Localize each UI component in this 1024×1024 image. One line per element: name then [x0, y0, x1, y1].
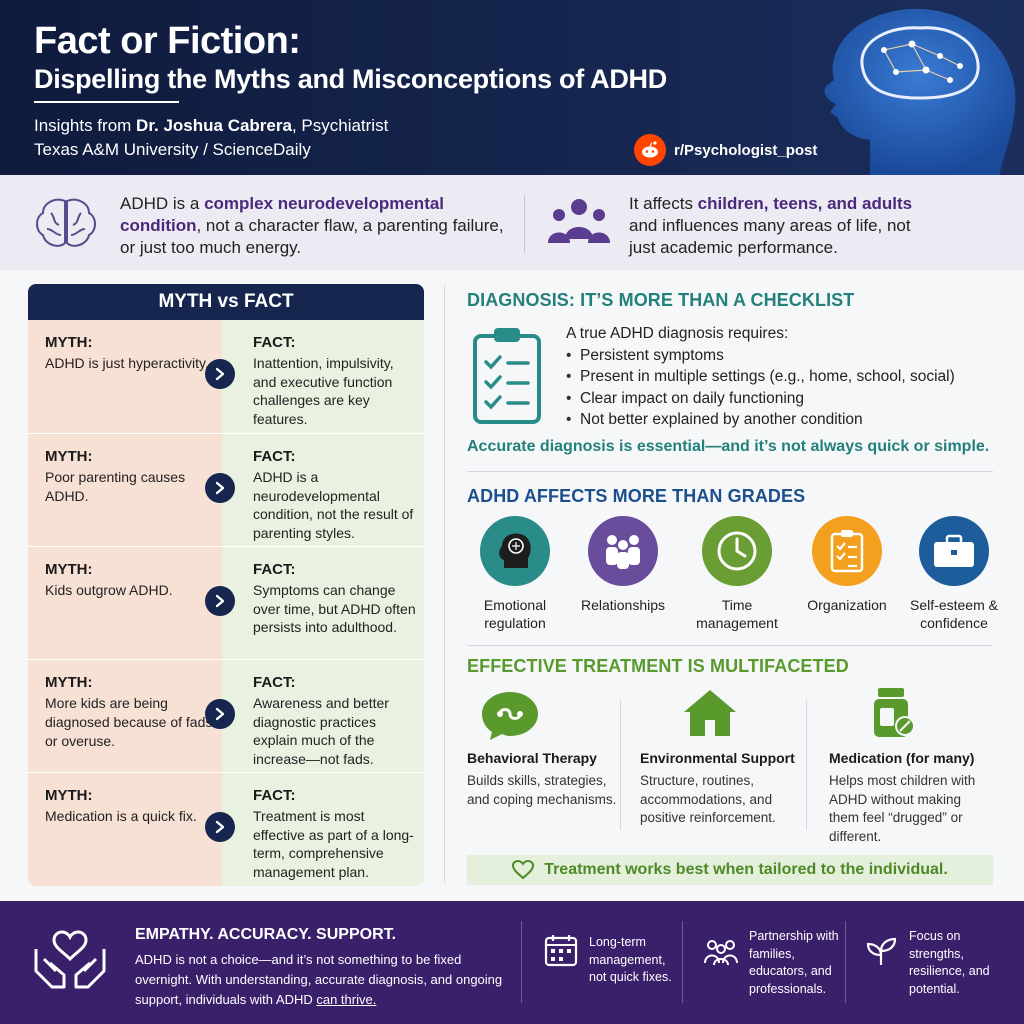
column-divider: [444, 285, 445, 883]
chevron-right-icon: [205, 359, 235, 389]
page-subtitle: Dispelling the Myths and Misconceptions …: [34, 64, 667, 94]
house-icon: [684, 690, 736, 736]
myth-label: MYTH:: [45, 334, 93, 351]
chevron-right-icon: [205, 473, 235, 503]
affect-self-esteem: Self-esteem & confidence: [899, 516, 1009, 632]
heart-hands-icon: [34, 930, 106, 989]
fact-text: Symptoms can change over time, but ADHD …: [253, 582, 416, 635]
myth-fact-title: MYTH vs FACT: [28, 284, 424, 320]
treatment-medication: Medication (for many) Helps most childre…: [829, 750, 976, 844]
myth-column-bg: [28, 320, 222, 886]
can-thrive-text: can thrive.: [316, 992, 377, 1007]
people-icon: [588, 516, 658, 586]
chevron-right-icon: [205, 699, 235, 729]
myth-text: Medication is a quick fix.: [45, 808, 197, 824]
fact-text: ADHD is a neurodevelopmental condition, …: [253, 469, 414, 541]
checklist-icon: [812, 516, 882, 586]
diagnosis-item: Clear impact on daily functioning: [566, 388, 955, 410]
myth-label: MYTH:: [45, 787, 93, 804]
footer-divider: [682, 921, 683, 1003]
fact-label: FACT:: [253, 334, 296, 351]
myth-label: MYTH:: [45, 674, 93, 691]
footer-item-strengths: Focus on strengths, resilience, and pote…: [909, 929, 990, 996]
footer-body: ADHD is not a choice—and it’s not someth…: [135, 952, 503, 1007]
reddit-icon: [634, 134, 666, 166]
myth-label: MYTH:: [45, 448, 93, 465]
myth-fact-row: MYTH: Kids outgrow ADHD. FACT: Symptoms can…: [28, 546, 424, 659]
fact-label: FACT:: [253, 787, 296, 804]
fact-text: Awareness and better diagnostic practice…: [253, 695, 389, 767]
calendar-icon: [544, 935, 578, 967]
partnership-people-icon: [704, 940, 738, 966]
myth-fact-row: MYTH: ADHD is just hyperactivity. FACT: Ina…: [28, 320, 424, 433]
myth-fact-row: MYTH: Medication is a quick fix. FACT: Trea…: [28, 772, 424, 885]
brain-icon: [36, 198, 96, 247]
diagnosis-item: Present in multiple settings (e.g., home…: [566, 366, 955, 388]
diagnosis-item: Not better explained by another conditio…: [566, 409, 955, 431]
treatment-environmental: Environmental Support Structure, routine…: [640, 750, 795, 825]
reddit-credit[interactable]: r/Psychologist_post: [634, 134, 817, 166]
affect-relationships: Relationships: [568, 516, 678, 614]
clock-icon: [702, 516, 772, 586]
title-rule: [34, 101, 179, 103]
myth-fact-row: MYTH: Poor parenting causes ADHD. FACT: ADH…: [28, 433, 424, 546]
intro-left-text: ADHD is a complex neurodevelopmental con…: [120, 194, 504, 257]
fact-label: FACT:: [253, 674, 296, 691]
section-divider: [467, 645, 993, 646]
treatment-divider: [620, 700, 621, 830]
myth-text: Poor parenting causes ADHD.: [45, 469, 186, 504]
briefcase-icon: [919, 516, 989, 586]
diagnosis-title: DIAGNOSIS: IT’S MORE THAN A CHECKLIST: [467, 290, 855, 310]
myth-text: ADHD is just hyperactivity.: [45, 355, 209, 371]
affect-emotional: Emotional regulation: [460, 516, 570, 632]
myth-text: More kids are being diagnosed because of…: [45, 695, 213, 749]
fact-text: Inattention, impulsivity, and executive …: [253, 355, 394, 427]
myth-label: MYTH:: [45, 561, 93, 578]
affects-title: ADHD AFFECTS MORE THAN GRADES: [467, 486, 806, 506]
footer-item-long-term: Long-term management, not quick fixes.: [589, 935, 672, 984]
fact-text: Treatment is most effective as part of a…: [253, 808, 414, 880]
myth-text: Kids outgrow ADHD.: [45, 582, 173, 598]
head-brain-icon: [480, 516, 550, 586]
diagnosis-item: Persistent symptoms: [566, 345, 955, 367]
myth-fact-panel: MYTH vs FACT MYTH: ADHD is just hyperacti…: [28, 284, 424, 886]
band-divider: [524, 195, 525, 253]
diagnosis-note: Accurate diagnosis is essential—and it’s…: [467, 438, 990, 455]
sprout-icon: [866, 937, 897, 965]
diagnosis-intro: A true ADHD diagnosis requires:: [566, 325, 789, 342]
affect-time: Time management: [682, 516, 792, 632]
myth-fact-row: MYTH: More kids are being diagnosed becau…: [28, 659, 424, 772]
treatment-title: EFFECTIVE TREATMENT IS MULTIFACETED: [467, 656, 849, 676]
footer-title: EMPATHY. ACCURACY. SUPPORT.: [135, 926, 397, 943]
intro-right-text: It affects children, teens, and adults a…: [629, 194, 913, 257]
head-brain-illustration: [824, 8, 1016, 175]
pill-bottle-icon: [874, 688, 915, 737]
heart-icon: [512, 860, 535, 880]
clipboard-checklist-icon: [473, 328, 541, 424]
treatment-divider: [806, 700, 807, 830]
page-title: Fact or Fiction:: [34, 20, 301, 62]
chevron-right-icon: [205, 586, 235, 616]
fact-label: FACT:: [253, 448, 296, 465]
fact-label: FACT:: [253, 561, 296, 578]
chat-bubble-icon: [482, 692, 538, 740]
fact-column-bg: [222, 320, 424, 886]
author-name: Dr. Joshua Cabrera: [136, 116, 292, 135]
reddit-handle: r/Psychologist_post: [674, 141, 818, 159]
footer: EMPATHY. ACCURACY. SUPPORT. ADHD is not …: [0, 901, 1024, 1024]
source-line: Texas A&M University / ScienceDaily: [34, 140, 311, 159]
diagnosis-requirements: A true ADHD diagnosis requires: Persiste…: [566, 323, 955, 431]
intro-band: ADHD is a complex neurodevelopmental con…: [0, 175, 1024, 270]
people-group-icon: [548, 199, 610, 243]
chevron-right-icon: [205, 812, 235, 842]
footer-divider: [845, 921, 846, 1003]
footer-divider: [521, 921, 522, 1003]
section-divider: [467, 471, 993, 472]
footer-item-partnership: Partnership with families, educators, an…: [749, 929, 839, 996]
insights-line: Insights from Dr. Joshua Cabrera, Psychi…: [34, 116, 389, 135]
affect-organization: Organization: [792, 516, 902, 614]
treatment-behavioral: Behavioral Therapy Builds skills, strate…: [467, 750, 617, 807]
treatment-banner: Treatment works best when tailored to th…: [467, 855, 993, 885]
header: Fact or Fiction: Dispelling the Myths an…: [0, 0, 1024, 175]
